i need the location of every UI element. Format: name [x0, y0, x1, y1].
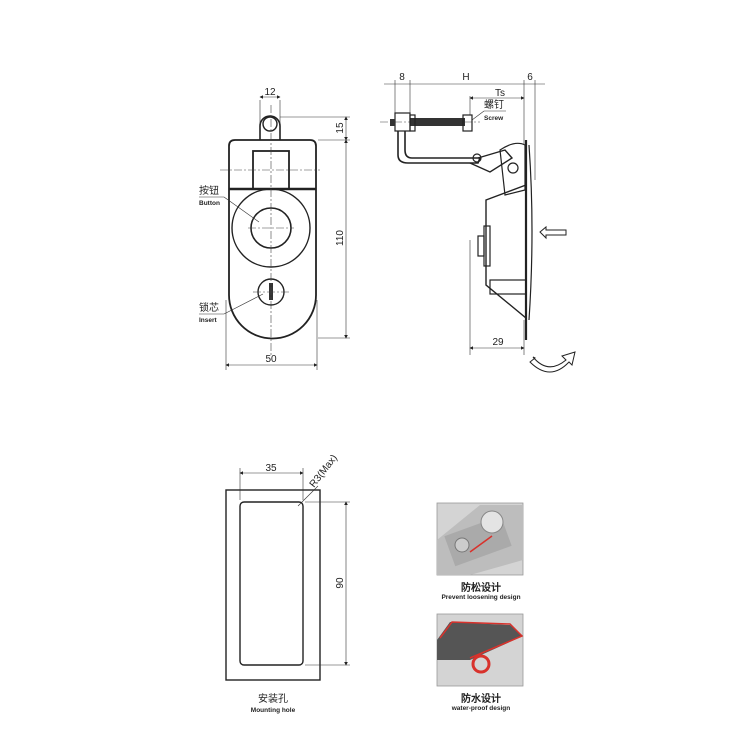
leader-line — [297, 485, 319, 507]
mounting-hole-label-cn: 安装孔 — [258, 692, 288, 705]
insert-label-cn: 锁芯 — [199, 301, 219, 314]
leader-line — [223, 293, 264, 315]
leader-line — [471, 110, 485, 121]
nut — [462, 114, 473, 132]
mounting-hole-label-en: Mounting hole — [251, 707, 296, 714]
dim-depth: 29 — [492, 337, 504, 348]
hanging-tab — [259, 115, 281, 140]
mounting-hole-view: 35 R3(Max) 90 安装孔 Mounting hole — [225, 453, 350, 714]
dim-h: H — [462, 72, 469, 83]
side-view: 8 H 6 Ts 螺钉 Screw 29 — [380, 72, 576, 373]
gasket — [528, 144, 533, 321]
photo-latch-underside — [437, 622, 523, 660]
feature-prevent-loosening: 防松设计 Prevent loosening design — [436, 502, 524, 601]
photo-seal-ring — [471, 654, 491, 674]
button-label-cn: 按钮 — [199, 184, 219, 197]
push-arrow-icon — [539, 225, 567, 240]
rotate-arrow-icon — [529, 351, 576, 373]
photo-insert — [454, 537, 470, 553]
waterproof-label-en: water-proof design — [451, 705, 511, 712]
washer — [409, 114, 416, 132]
button-label-en: Button — [199, 200, 220, 207]
screw-label-cn: 螺钉 — [484, 99, 504, 111]
tab-hole — [262, 116, 278, 132]
panel-outline — [225, 489, 321, 681]
dim-hole-height: 90 — [335, 577, 346, 589]
linkage — [469, 149, 514, 173]
cutout-outline — [239, 501, 304, 666]
dim-left: 8 — [399, 72, 405, 83]
prevent-loosening-label-cn: 防松设计 — [461, 581, 501, 594]
dim-tab-height: 15 — [335, 122, 346, 134]
front-view: 12 15 110 50 按钮 Button 锁芯 Insert — [199, 87, 350, 370]
back-nut — [477, 235, 485, 257]
dim-width: 50 — [265, 354, 277, 365]
dim-ts: Ts — [495, 88, 505, 99]
dim-hole-width: 35 — [265, 463, 277, 474]
hook-arm — [397, 131, 482, 164]
prevent-loosening-label-en: Prevent loosening design — [441, 594, 520, 601]
photo-red-marker — [469, 535, 493, 553]
dim-tab-width: 12 — [264, 87, 276, 98]
lower-bracket — [489, 279, 527, 295]
cone-housing — [485, 183, 527, 320]
dim-right: 6 — [527, 72, 533, 83]
photo-button — [480, 510, 504, 534]
pivot-pin — [472, 153, 482, 163]
latch-body-outline — [228, 139, 317, 340]
screw-label-en: Screw — [484, 115, 504, 122]
pivot-pin — [507, 162, 519, 174]
rod-tip — [390, 119, 395, 126]
leader-line — [223, 196, 260, 223]
dim-radius: R3(Max) — [308, 453, 340, 490]
photo-seal-line — [439, 621, 524, 659]
feature-waterproof: 防水设计 water-proof design — [436, 613, 524, 712]
threaded-rod — [410, 118, 465, 126]
dim-height: 110 — [335, 230, 346, 246]
waterproof-label-cn: 防水设计 — [461, 692, 501, 705]
back-washer — [483, 225, 491, 267]
insert-label-en: Insert — [199, 317, 218, 324]
